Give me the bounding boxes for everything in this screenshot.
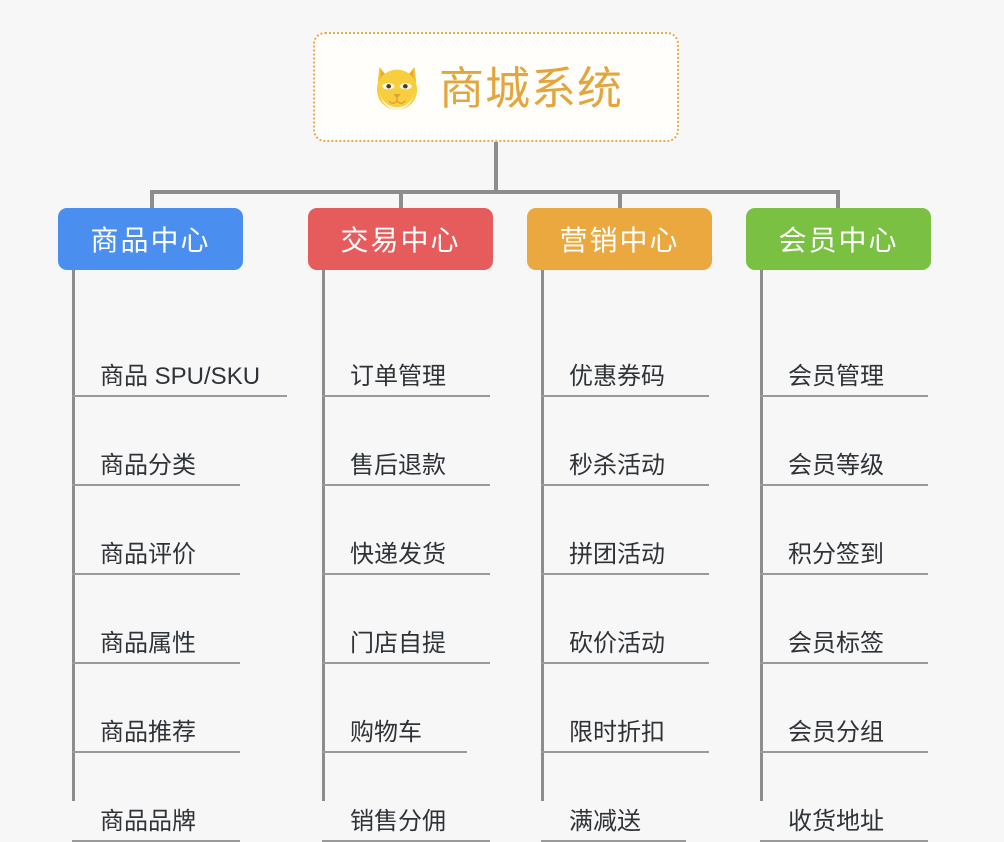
- category-header-label: 会员中心: [778, 225, 899, 256]
- category-header-product-center[interactable]: 商品中心: [58, 208, 243, 270]
- connector-root-stem: [494, 142, 498, 192]
- list-item[interactable]: 商品品牌: [72, 796, 240, 842]
- branch-line-member-center: [760, 270, 763, 801]
- connector-drop-1: [150, 190, 154, 210]
- list-item[interactable]: 会员标签: [760, 618, 928, 664]
- category-column-member-center: 会员中心 会员管理 会员等级 积分签到 会员标签 会员分组 收货地址: [746, 208, 931, 842]
- list-item[interactable]: 购物车: [322, 707, 467, 753]
- shiba-dog-face-icon: [369, 60, 425, 116]
- list-item[interactable]: 销售分佣: [322, 796, 490, 842]
- branch-line-marketing-center: [541, 270, 544, 801]
- connector-drop-2: [399, 190, 403, 210]
- category-header-trade-center[interactable]: 交易中心: [308, 208, 493, 270]
- branch-line-trade-center: [322, 270, 325, 801]
- leaf-label: 会员标签: [788, 630, 884, 657]
- list-item[interactable]: 售后退款: [322, 440, 490, 486]
- leaf-label: 售后退款: [350, 452, 446, 479]
- list-item[interactable]: 会员管理: [760, 351, 928, 397]
- connector-drop-3: [618, 190, 622, 210]
- leaf-label: 砍价活动: [569, 630, 665, 657]
- category-header-label: 营销中心: [559, 225, 680, 256]
- leaf-label: 商品 SPU/SKU: [100, 363, 261, 390]
- list-item[interactable]: 快递发货: [322, 529, 490, 575]
- category-header-member-center[interactable]: 会员中心: [746, 208, 931, 270]
- leaf-label: 购物车: [350, 719, 422, 746]
- list-item[interactable]: 商品分类: [72, 440, 240, 486]
- leaf-label: 订单管理: [350, 363, 446, 390]
- list-item[interactable]: 秒杀活动: [541, 440, 709, 486]
- branch-line-product-center: [72, 270, 75, 801]
- leaf-label: 优惠券码: [569, 363, 665, 390]
- leaf-label: 拼团活动: [569, 541, 665, 568]
- leaf-label: 销售分佣: [350, 808, 446, 835]
- list-item[interactable]: 拼团活动: [541, 529, 709, 575]
- leaf-label: 商品评价: [100, 541, 196, 568]
- category-column-trade-center: 交易中心 订单管理 售后退款 快递发货 门店自提 购物车 销售分佣: [308, 208, 493, 842]
- list-item[interactable]: 商品 SPU/SKU: [72, 351, 287, 397]
- category-header-marketing-center[interactable]: 营销中心: [527, 208, 712, 270]
- list-item[interactable]: 收货地址: [760, 796, 928, 842]
- leaf-label: 门店自提: [350, 630, 446, 657]
- list-item[interactable]: 会员等级: [760, 440, 928, 486]
- list-item[interactable]: 满减送: [541, 796, 686, 842]
- list-item[interactable]: 门店自提: [322, 618, 490, 664]
- category-column-product-center: 商品中心 商品 SPU/SKU 商品分类 商品评价 商品属性 商品推荐 商品品牌: [58, 208, 287, 842]
- leaf-label: 满减送: [569, 808, 641, 835]
- leaf-label: 商品属性: [100, 630, 196, 657]
- leaf-label: 会员等级: [788, 452, 884, 479]
- leaf-label: 商品分类: [100, 452, 196, 479]
- category-header-label: 交易中心: [340, 225, 461, 256]
- connector-horizontal-bus: [150, 190, 840, 194]
- category-column-marketing-center: 营销中心 优惠券码 秒杀活动 拼团活动 砍价活动 限时折扣 满减送: [527, 208, 712, 842]
- leaf-label: 收货地址: [788, 808, 884, 835]
- list-item[interactable]: 限时折扣: [541, 707, 709, 753]
- leaf-label: 秒杀活动: [569, 452, 665, 479]
- leaf-label: 会员管理: [788, 363, 884, 390]
- leaf-label: 限时折扣: [569, 719, 665, 746]
- list-item[interactable]: 商品评价: [72, 529, 240, 575]
- list-item[interactable]: 商品推荐: [72, 707, 240, 753]
- list-item[interactable]: 会员分组: [760, 707, 928, 753]
- connector-drop-4: [836, 190, 840, 210]
- list-item[interactable]: 砍价活动: [541, 618, 709, 664]
- list-item[interactable]: 商品属性: [72, 618, 240, 664]
- leaf-label: 快递发货: [350, 541, 446, 568]
- list-item[interactable]: 积分签到: [760, 529, 928, 575]
- leaf-label: 会员分组: [788, 719, 884, 746]
- root-title: 商城系统: [438, 62, 623, 114]
- category-header-label: 商品中心: [90, 225, 211, 256]
- list-item[interactable]: 优惠券码: [541, 351, 709, 397]
- leaf-label: 商品品牌: [100, 808, 196, 835]
- root-node-mall-system[interactable]: 商城系统: [313, 32, 679, 142]
- leaf-label: 商品推荐: [100, 719, 196, 746]
- list-item[interactable]: 订单管理: [322, 351, 490, 397]
- leaf-label: 积分签到: [788, 541, 884, 568]
